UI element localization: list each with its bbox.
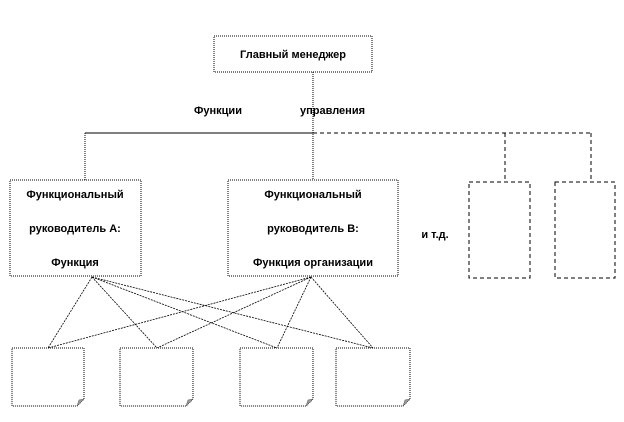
manager-b-line-1: Функциональный [264,189,361,201]
page-fold-icon [185,398,194,407]
connector-label-left: Функции [194,105,242,117]
link-a-doc2 [91,276,158,349]
manager-a-line-3: Функция [51,257,99,269]
manager-a-line-1: Функциональный [26,189,123,201]
top-manager-box [213,35,373,73]
connector-label-right: управления [300,105,365,117]
document-3 [239,347,314,407]
link-b-doc1 [47,276,312,349]
placeholder-box-1 [468,181,531,279]
page-fold-icon [402,398,411,407]
link-b-doc2 [156,276,312,349]
page-fold-icon [76,398,85,407]
link-a-doc4 [91,276,374,349]
link-b-doc4 [310,276,374,349]
link-b-doc3 [276,276,312,349]
manager-a-line-2: руководитель А: [29,223,121,235]
document-1 [11,347,85,407]
document-4 [335,347,411,407]
manager-b-line-2: руководитель В: [267,223,359,235]
manager-a-box [9,179,142,277]
manager-b-box [227,179,399,277]
top-manager-label: Главный менеджер [240,49,346,61]
document-2 [119,347,194,407]
page-fold-icon [305,398,314,407]
links [47,276,374,349]
link-a-doc3 [91,276,278,349]
placeholder-box-2 [554,181,616,279]
manager-b-line-3: Функция организации [253,257,373,269]
link-a-doc1 [47,276,93,349]
etc-label: и т.д. [421,229,448,241]
